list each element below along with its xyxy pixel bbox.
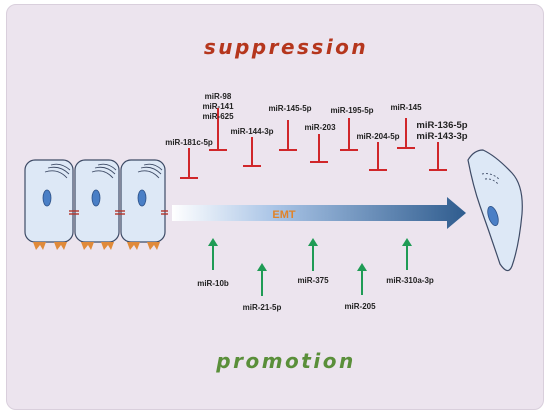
- nucleus-icon: [487, 205, 499, 227]
- suppressor-mirna: miR-144-3p: [230, 127, 274, 167]
- suppressor-label: miR-141: [202, 102, 234, 111]
- promoter-label: miR-21-5p: [243, 303, 282, 312]
- arrow-up-icon: [308, 238, 318, 246]
- epithelial-cell: [74, 159, 120, 250]
- mesenchymal-cell: [467, 149, 523, 272]
- promoter-mirna: miR-205: [344, 263, 376, 311]
- title-suppression: suppression: [204, 35, 368, 59]
- foot-icon: [81, 242, 94, 250]
- suppressor-mirna: miR-203: [304, 123, 336, 163]
- suppressor-label: miR-145-5p: [268, 104, 311, 113]
- arrow-up-icon: [402, 238, 412, 246]
- suppressor-mirna: miR-145: [390, 103, 422, 149]
- promoter-label: miR-205: [344, 302, 376, 311]
- suppressor-label: miR-145: [390, 103, 422, 112]
- title-promotion: promotion: [215, 349, 355, 373]
- foot-icon: [101, 242, 114, 250]
- foot-icon: [147, 242, 160, 250]
- suppressor-label: miR-195-5p: [330, 106, 373, 115]
- arrow-up-icon: [208, 238, 218, 246]
- suppressor-mirna: miR-181c-5p: [165, 138, 213, 179]
- suppressor-label: miR-98: [205, 92, 232, 101]
- epithelial-cell: [24, 159, 74, 250]
- cell-junction-icon: [69, 210, 168, 215]
- suppressor-label: miR-144-3p: [230, 127, 273, 136]
- promoter-label: miR-310a-3p: [386, 276, 434, 285]
- promoter-label: miR-10b: [197, 279, 229, 288]
- suppressor-label: miR-143-3p: [416, 131, 467, 142]
- promoter-mirna: miR-10b: [197, 238, 229, 288]
- foot-icon: [127, 242, 140, 250]
- suppressor-label: miR-203: [304, 123, 336, 132]
- nucleus-icon: [91, 189, 101, 207]
- suppressor-label: miR-204-5p: [356, 132, 399, 141]
- nucleus-icon: [42, 189, 52, 207]
- arrow-up-icon: [357, 263, 367, 271]
- suppressor-group: miR-181c-5pmiR-98miR-141miR-625miR-144-3…: [165, 92, 468, 179]
- promoter-mirna: miR-21-5p: [243, 263, 282, 312]
- promoter-group: miR-10b miR-21-5p miR-375 miR-205 miR-310a-3…: [197, 238, 434, 312]
- promoter-mirna: miR-375: [297, 238, 329, 285]
- emt-label: EMT: [272, 209, 296, 221]
- suppressor-mirna: miR-204-5p: [356, 132, 400, 171]
- foot-icon: [54, 242, 67, 250]
- arrow-up-icon: [257, 263, 267, 271]
- promoter-mirna: miR-310a-3p: [386, 238, 434, 285]
- epithelial-cells: [24, 159, 168, 250]
- foot-icon: [33, 242, 46, 250]
- suppressor-label: miR-181c-5p: [165, 138, 213, 147]
- suppressor-label: miR-136-5p: [416, 120, 467, 131]
- epithelial-cell: [120, 159, 166, 250]
- nucleus-icon: [137, 189, 147, 207]
- emt-arrow: EMT: [172, 197, 466, 229]
- suppressor-label: miR-625: [202, 112, 234, 121]
- promoter-label: miR-375: [297, 276, 329, 285]
- suppressor-mirna: miR-195-5p: [330, 106, 374, 151]
- suppressor-mirna: miR-145-5p: [268, 104, 312, 151]
